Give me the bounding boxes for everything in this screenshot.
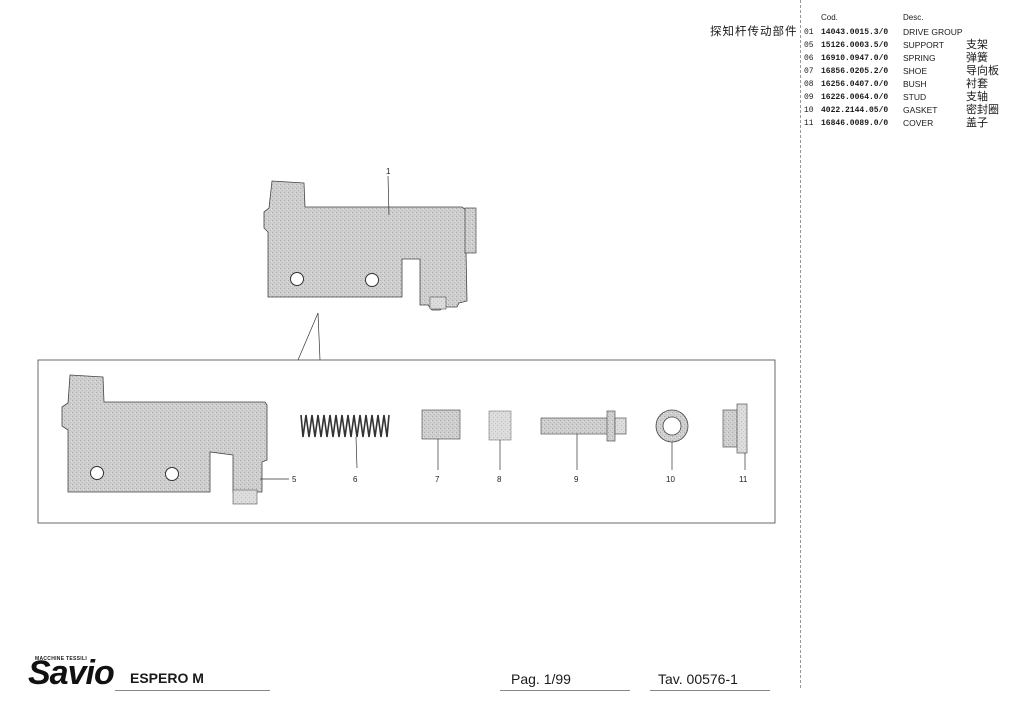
group-title: 探知杆传动部件 <box>710 26 798 38</box>
cover-part <box>722 403 748 470</box>
column-header-code: Cod. <box>821 13 838 22</box>
part-description-cn: 支轴 <box>966 91 988 103</box>
part-position: 08 <box>804 80 814 89</box>
parts-list: 01 14043.0015.3/0 DRIVE GROUP 05 15126.0… <box>804 26 1024 130</box>
machine-model: ESPERO M <box>130 670 204 686</box>
callout-7: 7 <box>435 475 440 484</box>
part-code: 14043.0015.3/0 <box>821 28 889 37</box>
footer-rule <box>500 690 630 691</box>
part-description-cn: 支架 <box>966 39 988 51</box>
part-description: STUD <box>903 92 927 102</box>
callout-11: 11 <box>739 475 748 484</box>
part-code: 16856.0205.2/0 <box>821 67 889 76</box>
part-description-cn: 衬套 <box>966 78 988 90</box>
callout-5: 5 <box>292 475 297 484</box>
parts-row: 01 14043.0015.3/0 DRIVE GROUP <box>804 26 1024 39</box>
parts-row: 07 16856.0205.2/0 SHOE 导向板 <box>804 65 1024 78</box>
parts-row: 11 16846.0089.0/0 COVER 盖子 <box>804 117 1024 130</box>
part-code: 15126.0003.5/0 <box>821 41 889 50</box>
shoe-part <box>421 409 461 470</box>
part-description: SHOE <box>903 66 928 76</box>
parts-row: 06 16910.0947.0/0 SPRING 弹簧 <box>804 52 1024 65</box>
parts-row: 09 16226.0064.0/0 STUD 支轴 <box>804 91 1024 104</box>
part-position: 05 <box>804 41 814 50</box>
part-description: BUSH <box>903 79 927 89</box>
table-number: Tav. 00576-1 <box>658 671 738 687</box>
spring-part <box>300 414 390 469</box>
page-number: Pag. 1/99 <box>511 671 571 687</box>
part-description: SUPPORT <box>903 40 944 50</box>
support-part <box>61 374 289 505</box>
part-code: 4022.2144.05/0 <box>821 106 889 115</box>
column-divider <box>800 0 801 690</box>
gasket-part <box>655 409 689 470</box>
part-description: COVER <box>903 118 934 128</box>
detail-frame <box>37 359 776 524</box>
drive-group-assembly <box>263 175 477 361</box>
callout-8: 8 <box>497 475 502 484</box>
part-position: 07 <box>804 67 814 76</box>
parts-row: 05 15126.0003.5/0 SUPPORT 支架 <box>804 39 1024 52</box>
bush-part <box>488 410 512 470</box>
brand-logo: Savio <box>28 654 115 692</box>
part-description-cn: 盖子 <box>966 117 988 129</box>
callout-9: 9 <box>574 475 579 484</box>
part-position: 06 <box>804 54 814 63</box>
part-code: 16846.0089.0/0 <box>821 119 889 128</box>
parts-row: 08 16256.0407.0/0 BUSH 衬套 <box>804 78 1024 91</box>
part-description: DRIVE GROUP <box>903 27 963 37</box>
part-position: 01 <box>804 28 814 37</box>
part-code: 16910.0947.0/0 <box>821 54 889 63</box>
part-description-cn: 弹簧 <box>966 52 988 64</box>
part-position: 09 <box>804 93 814 102</box>
part-description-cn: 密封圈 <box>966 104 999 116</box>
footer-rule <box>115 690 270 691</box>
callout-6: 6 <box>353 475 358 484</box>
part-code: 16256.0407.0/0 <box>821 80 889 89</box>
part-description: SPRING <box>903 53 936 63</box>
brand-tagline: MACCHINE TESSILI <box>35 656 88 662</box>
column-header-desc: Desc. <box>903 13 924 22</box>
callout-1: 1 <box>386 167 391 176</box>
footer-rule <box>650 690 770 691</box>
part-position: 11 <box>804 119 814 128</box>
part-position: 10 <box>804 106 814 115</box>
callout-10: 10 <box>666 475 675 484</box>
stud-part <box>540 410 627 470</box>
part-description-cn: 导向板 <box>966 65 999 77</box>
parts-row: 10 4022.2144.05/0 GASKET 密封圈 <box>804 104 1024 117</box>
part-code: 16226.0064.0/0 <box>821 93 889 102</box>
part-description: GASKET <box>903 105 938 115</box>
